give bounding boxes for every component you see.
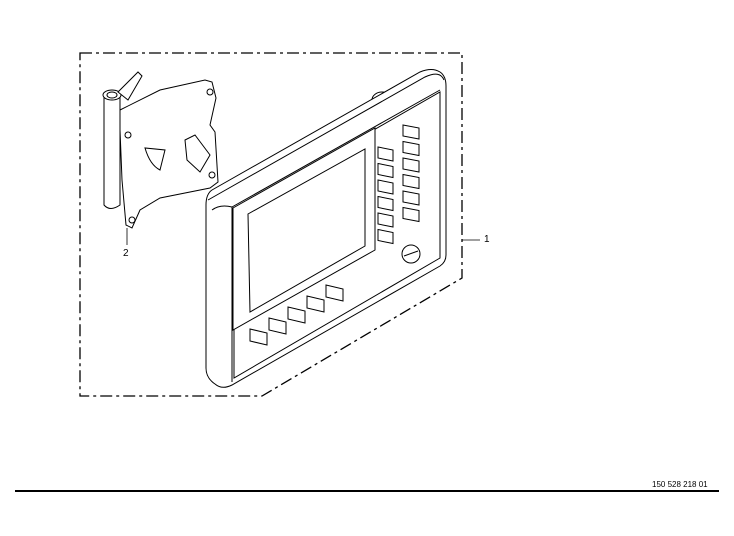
keypad-key[interactable]: [249, 328, 268, 346]
keypad-key[interactable]: [377, 212, 394, 228]
callout-part-1: 1: [484, 234, 490, 245]
keypad-key[interactable]: [402, 190, 420, 206]
keypad: [249, 124, 420, 346]
terminal-monitor: [205, 69, 447, 388]
keypad-key[interactable]: [306, 295, 325, 313]
keypad-key[interactable]: [287, 306, 306, 324]
document-number: 150 528 218 01: [652, 480, 708, 489]
callout-part-2: 2: [123, 248, 129, 259]
keypad-key[interactable]: [377, 228, 394, 245]
keypad-key[interactable]: [377, 162, 394, 179]
keypad-key[interactable]: [377, 146, 394, 162]
keypad-key[interactable]: [377, 195, 394, 212]
keypad-key[interactable]: [325, 284, 344, 302]
kit-boundary: [79, 52, 463, 397]
keypad-key[interactable]: [402, 140, 420, 157]
keypad-key[interactable]: [402, 206, 420, 223]
keypad-key[interactable]: [402, 124, 420, 140]
keypad-key[interactable]: [377, 179, 394, 195]
keypad-key[interactable]: [268, 317, 287, 335]
screen: [247, 148, 366, 313]
keypad-key[interactable]: [402, 157, 420, 173]
keypad-key[interactable]: [402, 173, 420, 190]
mounting-bracket: [102, 71, 219, 229]
footer-divider: [15, 490, 719, 492]
